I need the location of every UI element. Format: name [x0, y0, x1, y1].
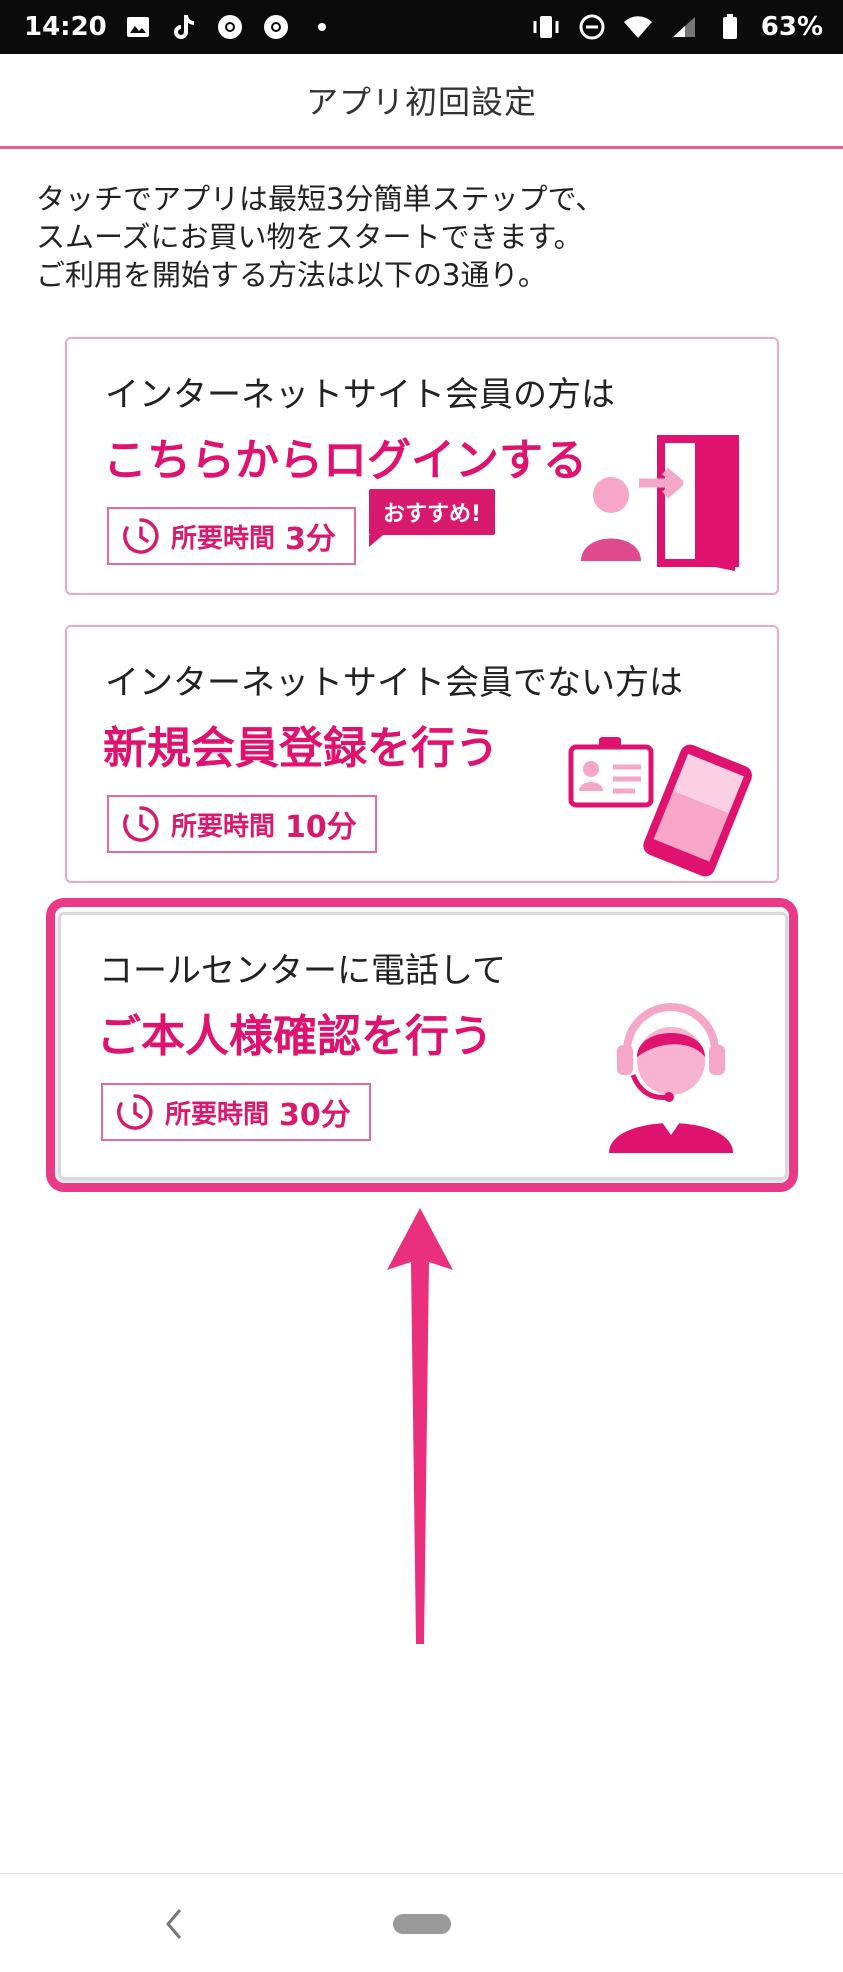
option-title: 新規会員登録を行う: [103, 723, 499, 774]
signal-icon: [669, 12, 699, 42]
option-title: こちらからログインする: [103, 435, 587, 486]
time-value: 30分: [279, 1098, 351, 1133]
battery-icon: [715, 12, 745, 42]
tiktok-icon: [169, 12, 199, 42]
time-value: 10分: [285, 810, 357, 845]
back-icon[interactable]: [160, 1904, 190, 1944]
chrome-icon: [215, 12, 245, 42]
time-label: 所要時間: [171, 811, 276, 842]
image-icon: [123, 12, 153, 42]
call-center-option-card[interactable]: コールセンターに電話して ご本人様確認を行う 所要時間 30分: [58, 912, 788, 1180]
intro-line: ご利用を開始する方法は以下の3通り。: [36, 258, 547, 292]
time-label: 所要時間: [171, 523, 276, 554]
wifi-icon: [623, 12, 653, 42]
clock-icon: [123, 806, 159, 842]
option-subtitle: インターネットサイト会員の方は: [105, 375, 615, 415]
recommended-badge: おすすめ!: [369, 489, 496, 547]
intro-line: スムーズにお買い物をスタートできます。: [36, 220, 583, 254]
option-subtitle: インターネットサイト会員でない方は: [105, 663, 683, 703]
time-value: 3分: [285, 522, 336, 557]
dot-icon: [307, 12, 337, 42]
clock-icon: [117, 1094, 153, 1130]
option-subtitle: コールセンターに電話して: [99, 951, 506, 991]
clock-icon: [123, 518, 159, 554]
dnd-icon: [577, 12, 607, 42]
intro-text: タッチでアプリは最短3分簡単ステップで、 スムーズにお買い物をスタートできます。…: [36, 180, 816, 294]
login-illustration: [581, 435, 739, 571]
register-illustration: [568, 737, 752, 877]
page-title: アプリ初回設定: [305, 83, 537, 121]
time-required-badge: 所要時間 3分: [107, 507, 356, 565]
operator-illustration: [609, 1003, 733, 1153]
app-header: アプリ初回設定: [0, 54, 843, 149]
status-time: 14:20: [24, 12, 107, 42]
intro-line: タッチでアプリは最短3分簡単ステップで、: [36, 182, 605, 216]
option-title: ご本人様確認を行う: [97, 1011, 493, 1062]
navigation-bar: [0, 1873, 843, 1972]
register-option-card[interactable]: インターネットサイト会員でない方は 新規会員登録を行う 所要時間 10分: [65, 625, 779, 883]
status-bar: 14:20 63%: [0, 0, 843, 54]
vibrate-icon: [531, 12, 561, 42]
time-required-badge: 所要時間 30分: [101, 1083, 371, 1141]
time-required-badge: 所要時間 10分: [107, 795, 377, 853]
home-pill[interactable]: [393, 1914, 451, 1934]
time-label: 所要時間: [165, 1099, 270, 1130]
battery-percent: 63%: [760, 12, 823, 42]
arrow-up-icon: [387, 1208, 453, 1644]
chrome-icon: [261, 12, 291, 42]
login-option-card[interactable]: インターネットサイト会員の方は こちらからログインする 所要時間 3分 おすすめ…: [65, 337, 779, 595]
